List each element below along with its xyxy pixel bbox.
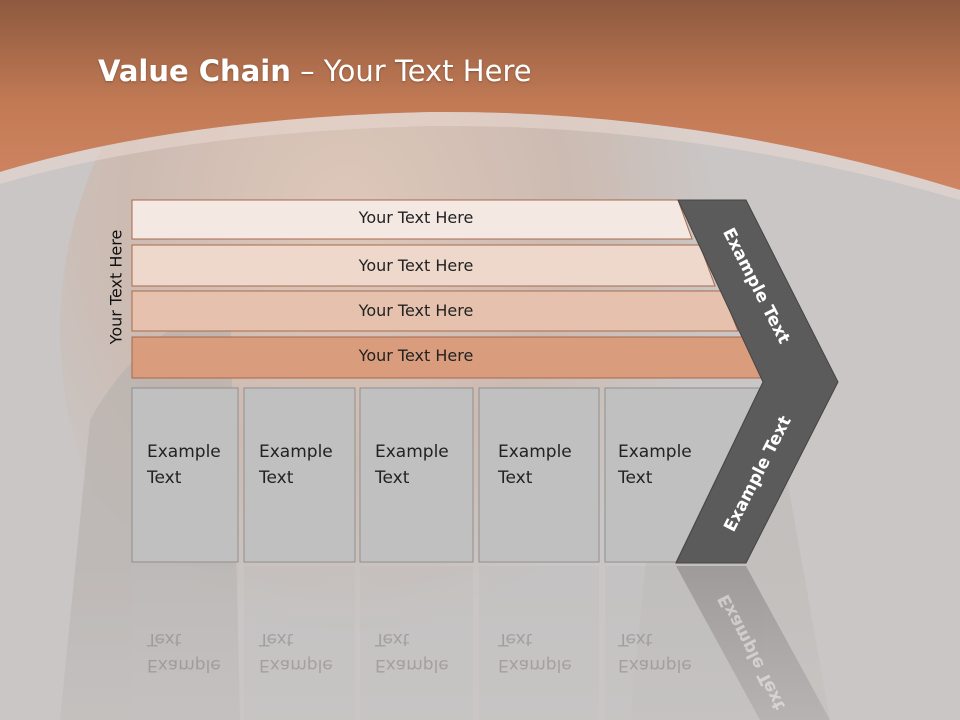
title-rest: – Your Text Here — [290, 54, 532, 88]
cell-1-line-2: Text — [147, 468, 182, 488]
chevron-shape[interactable] — [675, 199, 839, 564]
reflection-cell-1-line-2: Text — [147, 629, 182, 649]
cell-2-label[interactable]: Example Text — [259, 439, 333, 491]
cell-3-line-1: Example — [375, 442, 449, 462]
reflection-cell-1: Example Text — [147, 626, 221, 678]
reflection-cell-2-line-2: Text — [259, 629, 294, 649]
reflection-cell-4-line-2: Text — [498, 629, 533, 649]
band-2-shape[interactable] — [131, 244, 716, 287]
band-3-label[interactable]: Your Text Here — [358, 301, 474, 320]
band-1-label[interactable]: Your Text Here — [358, 208, 474, 227]
band-2-label[interactable]: Your Text Here — [358, 256, 474, 275]
cell-1-line-1: Example — [147, 442, 221, 462]
cell-2-shape[interactable] — [243, 387, 356, 563]
band-1-shape[interactable] — [131, 199, 693, 240]
reflection-cell-2: Example Text — [259, 626, 333, 678]
cell-1-shape[interactable] — [131, 387, 239, 563]
cell-4-shape[interactable] — [478, 387, 600, 563]
cell-1-label[interactable]: Example Text — [147, 439, 221, 491]
header-band — [0, 0, 960, 190]
reflection-cell-4-line-1: Example — [498, 655, 572, 675]
cell-5-line-2: Text — [618, 468, 653, 488]
reflection-cell-3-line-2: Text — [375, 629, 410, 649]
reflection-cell-1-line-1: Example — [147, 655, 221, 675]
cell-3-label[interactable]: Example Text — [375, 439, 449, 491]
title-bold: Value Chain — [98, 54, 291, 88]
cell-5-label[interactable]: Example Text — [618, 439, 692, 491]
slide-title[interactable]: Value Chain – Your Text Here — [98, 54, 532, 88]
cell-5-line-1: Example — [618, 442, 692, 462]
cell-2-line-1: Example — [259, 442, 333, 462]
reflection-cell-5-line-1: Example — [618, 655, 692, 675]
header-arc-highlight — [0, 111, 960, 200]
band-3-shape[interactable] — [131, 290, 739, 332]
reflection-cell-5: Example Text — [618, 626, 692, 678]
reflection-cell-2-line-1: Example — [259, 655, 333, 675]
cell-4-label[interactable]: Example Text — [498, 439, 572, 491]
side-label[interactable]: Your Text Here — [106, 229, 126, 345]
cell-2-line-2: Text — [259, 468, 294, 488]
cell-4-line-1: Example — [498, 442, 572, 462]
cell-3-line-2: Text — [375, 468, 410, 488]
reflection-cell-5-line-2: Text — [618, 629, 653, 649]
band-4-label[interactable]: Your Text Here — [358, 346, 474, 365]
reflection-cell-4: Example Text — [498, 626, 572, 678]
cell-4-line-2: Text — [498, 468, 533, 488]
reflection-cell-3-line-1: Example — [375, 655, 449, 675]
cell-3-shape[interactable] — [359, 387, 474, 563]
reflection-cell-3: Example Text — [375, 626, 449, 678]
